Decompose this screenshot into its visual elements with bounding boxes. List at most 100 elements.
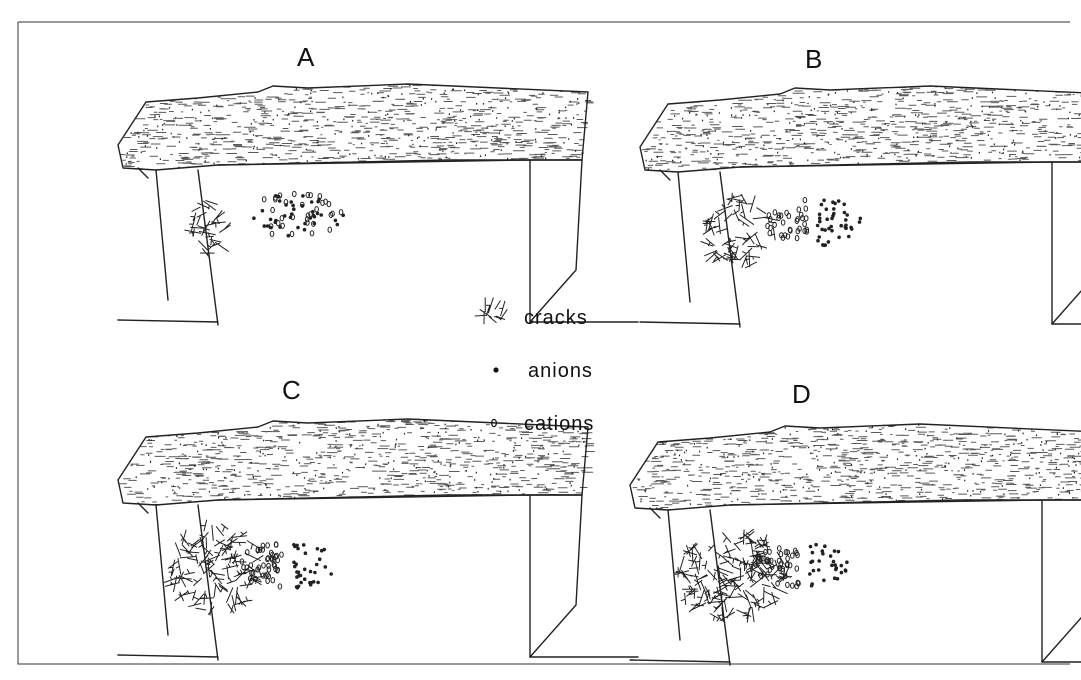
anion-dot	[309, 570, 313, 574]
cation-circle	[315, 207, 319, 212]
anion-dot	[808, 572, 812, 576]
anion-dot	[840, 564, 844, 568]
anion-dot	[296, 226, 300, 230]
cracks-symbol-icon	[475, 297, 508, 324]
anion-dot	[809, 545, 813, 549]
anion-dot	[814, 543, 818, 547]
anion-dot	[831, 214, 835, 218]
anion-dot	[818, 213, 822, 217]
anion-dot	[295, 570, 299, 574]
cation-circle	[773, 210, 777, 215]
anion-dot	[829, 225, 833, 229]
cation-circle	[804, 216, 808, 221]
anion-dot	[818, 216, 822, 220]
anion-dot	[302, 543, 306, 547]
anion-dot	[313, 215, 317, 219]
front-face-edge	[730, 500, 1081, 662]
top-surface	[118, 419, 588, 505]
anion-dot	[318, 557, 322, 561]
anion-dot	[822, 244, 826, 248]
anion-dot	[845, 560, 849, 564]
crack-zone	[673, 529, 792, 622]
cation-circle	[787, 213, 791, 218]
crack-zone	[701, 193, 778, 268]
fracture-wall	[138, 168, 218, 325]
crack-zone	[475, 297, 508, 324]
anion-dot	[840, 571, 844, 575]
cation-circle	[293, 191, 297, 196]
anion-dot	[845, 213, 849, 217]
anion-dot	[821, 549, 825, 553]
cation-circle	[327, 202, 331, 207]
anion-dot	[334, 219, 338, 223]
anion-dot	[844, 568, 848, 572]
cation-circle	[791, 583, 795, 588]
anion-dot	[817, 568, 821, 572]
anion-dot	[831, 200, 835, 204]
anion-dot	[287, 234, 291, 238]
anion-dot	[315, 563, 319, 567]
cation-circle	[339, 210, 343, 215]
cation-circle	[276, 221, 280, 226]
anion-dot	[269, 218, 273, 222]
legend: cracks anions cations	[475, 297, 595, 435]
anion-dot	[816, 239, 820, 243]
anion-dot	[297, 585, 301, 589]
anion-dot	[823, 228, 827, 232]
anion-dot	[292, 561, 296, 565]
cation-circle	[804, 206, 808, 211]
anion-dot	[299, 581, 303, 585]
anion-dot	[303, 577, 307, 581]
side-face-edge	[530, 495, 582, 657]
front-face-edge	[218, 160, 582, 322]
ground-line	[118, 655, 638, 657]
cation-circle	[270, 231, 274, 236]
anion-dot	[825, 207, 829, 211]
cation-circle	[278, 584, 282, 589]
cation-circle	[262, 197, 266, 202]
anion-dot	[316, 200, 320, 204]
anion-dot	[844, 218, 848, 222]
cation-circle	[261, 573, 265, 578]
anion-dot	[842, 203, 846, 207]
side-face-edge	[1052, 162, 1081, 324]
cation-circle	[786, 556, 790, 561]
cation-circle	[803, 222, 807, 227]
front-face-edge	[218, 495, 582, 657]
anion-dot	[812, 569, 816, 573]
anion-dot	[839, 224, 843, 228]
side-face-edge	[530, 160, 582, 322]
anion-dot	[316, 581, 320, 585]
anion-dot	[309, 583, 313, 587]
top-surface	[630, 424, 1081, 510]
cation-circle	[271, 207, 275, 212]
panel-label-b: B	[805, 44, 822, 74]
anion-dot	[289, 200, 293, 204]
cation-circle	[778, 546, 782, 551]
side-face-edge	[1042, 500, 1081, 662]
anion-dot	[822, 199, 826, 203]
anion-dot	[858, 220, 862, 224]
anion-dot	[336, 223, 340, 227]
anion-dot	[310, 200, 314, 204]
crack-zone	[184, 201, 230, 259]
anion-dot	[296, 547, 300, 551]
fracture-wall	[650, 508, 730, 665]
cation-circle	[795, 566, 799, 571]
anion-dot	[837, 550, 841, 554]
anion-dot	[810, 584, 814, 588]
panel-label-a: A	[297, 42, 315, 72]
cation-circle	[803, 198, 807, 203]
cation-circle	[290, 231, 294, 236]
cation-circle	[785, 210, 789, 215]
cation-circle	[768, 231, 772, 236]
cation-circle	[786, 582, 790, 587]
anion-dot	[319, 213, 323, 217]
anion-dot	[252, 216, 256, 220]
anion-dot	[844, 225, 848, 229]
front-face-edge	[740, 162, 1081, 324]
anion-dot	[811, 551, 815, 555]
cation-circle	[779, 552, 783, 557]
anion-dot	[818, 220, 822, 224]
anion-dot	[313, 571, 317, 575]
